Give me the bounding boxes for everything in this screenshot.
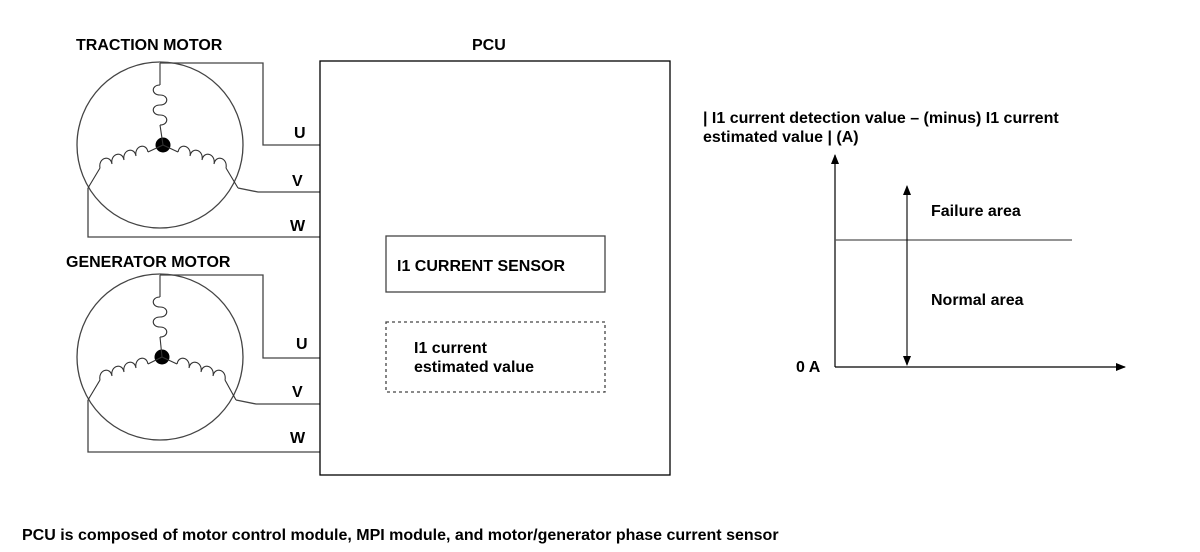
threshold-graph: | I1 current detection value – (minus) I… (703, 110, 1126, 376)
generator-motor-coil-v (87, 356, 163, 401)
i1-current-sensor-box (385, 235, 606, 293)
traction-motor-title: TRACTION MOTOR (76, 37, 223, 54)
pcu-block: PCU I1 CURRENT SENSOR I1 current estimat… (319, 37, 671, 476)
traction-motor-stator-circle (76, 61, 244, 229)
generator-motor-stator-circle (76, 273, 244, 441)
generator-motor: GENERATOR MOTOR U V W (66, 254, 320, 453)
traction-motor-lead-v (237, 187, 320, 193)
diagram-caption: PCU is composed of motor control module,… (22, 527, 779, 544)
i1-current-sensor-label: I1 CURRENT SENSOR (397, 258, 565, 275)
generator-terminal-u: U (296, 336, 308, 353)
generator-motor-lead-v (235, 399, 320, 405)
traction-motor-lead-u (160, 62, 320, 146)
generator-motor-title: GENERATOR MOTOR (66, 254, 231, 271)
normal-area-label: Normal area (931, 292, 1024, 309)
traction-motor: TRACTION MOTOR U V W (76, 37, 320, 238)
pcu-title: PCU (472, 37, 506, 54)
pcu-box (319, 60, 671, 476)
traction-motor-lead-w (87, 188, 320, 238)
i1-estimated-value-box (385, 321, 606, 393)
i1-estimated-label-line1: I1 current (414, 340, 488, 357)
generator-motor-lead-w (87, 400, 320, 453)
generator-terminal-w: W (290, 430, 306, 447)
traction-terminal-w: W (290, 218, 306, 235)
traction-terminal-v: V (292, 173, 303, 190)
graph-y-label-line2: estimated value | (A) (703, 129, 859, 146)
traction-motor-coil-w (162, 144, 239, 189)
generator-motor-lead-u (160, 274, 320, 359)
generator-terminal-v: V (292, 384, 303, 401)
graph-origin-label: 0 A (796, 359, 821, 376)
failure-area-label: Failure area (931, 203, 1021, 220)
graph-y-label-line1: | I1 current detection value – (minus) I… (703, 110, 1059, 127)
traction-motor-coil-u (152, 63, 168, 146)
i1-estimated-label-line2: estimated value (414, 359, 534, 376)
traction-motor-coil-v (87, 144, 164, 189)
traction-terminal-u: U (294, 125, 306, 142)
generator-motor-coil-w (161, 356, 237, 401)
generator-motor-coil-u (152, 275, 168, 358)
